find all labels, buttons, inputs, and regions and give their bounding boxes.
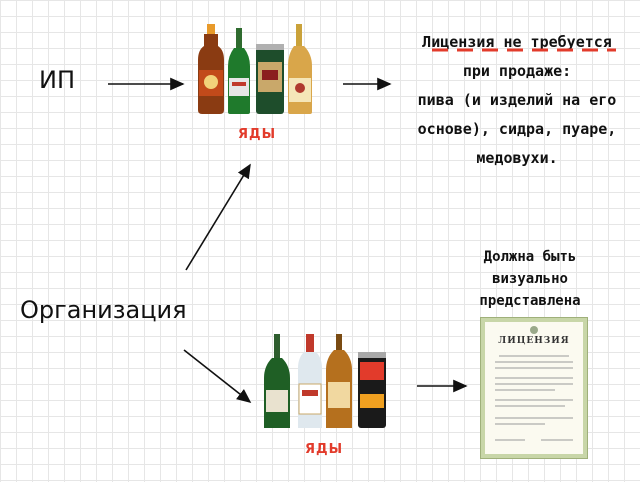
ip-label: ИП (39, 66, 75, 94)
spirits-poison-label: ЯДЫ (305, 442, 344, 457)
license-document: ЛИЦЕНЗИЯ (480, 317, 588, 459)
license-heading: ЛИЦЕНЗИЯ (498, 336, 570, 346)
no-license-line-2: при продаже: (462, 62, 572, 80)
license-emblem-icon (495, 326, 573, 441)
arrow-org-to-beer (185, 163, 251, 271)
amber-beer-bottle-icon (288, 24, 312, 114)
no-license-line-4: основе), сидра, пуаре, (417, 120, 617, 138)
vodka-bottle-icon (298, 334, 322, 428)
spirits-bottles-image (264, 334, 386, 428)
no-license-note: Лицензия не требуется при продаже: пива … (402, 28, 632, 173)
arrow-org-to-spirits (183, 349, 252, 403)
license-visible-note: Должна быть визуально представлена (455, 246, 605, 312)
no-license-line-3: пива (и изделий на его (417, 91, 617, 109)
beer-can-icon (256, 44, 284, 114)
wine-bottle-icon (264, 334, 290, 428)
no-license-line-5: медовухи. (476, 149, 558, 167)
license-visible-line-3: представлена (479, 293, 581, 309)
license-visible-line-2: визуально (492, 271, 568, 287)
whisky-bottle-icon (326, 334, 352, 428)
alcohol-can-icon (358, 352, 386, 428)
license-visible-line-1: Должна быть (483, 249, 577, 265)
green-beer-bottle-icon (228, 28, 250, 114)
no-license-heading: Лицензия не требуется (422, 33, 612, 51)
red-dashed-underline (432, 48, 616, 52)
beer-bottles-image (198, 24, 312, 114)
plastic-beer-bottle-icon (198, 24, 224, 114)
beer-poison-label: ЯДЫ (238, 127, 277, 142)
organization-label: Организация (20, 296, 187, 324)
